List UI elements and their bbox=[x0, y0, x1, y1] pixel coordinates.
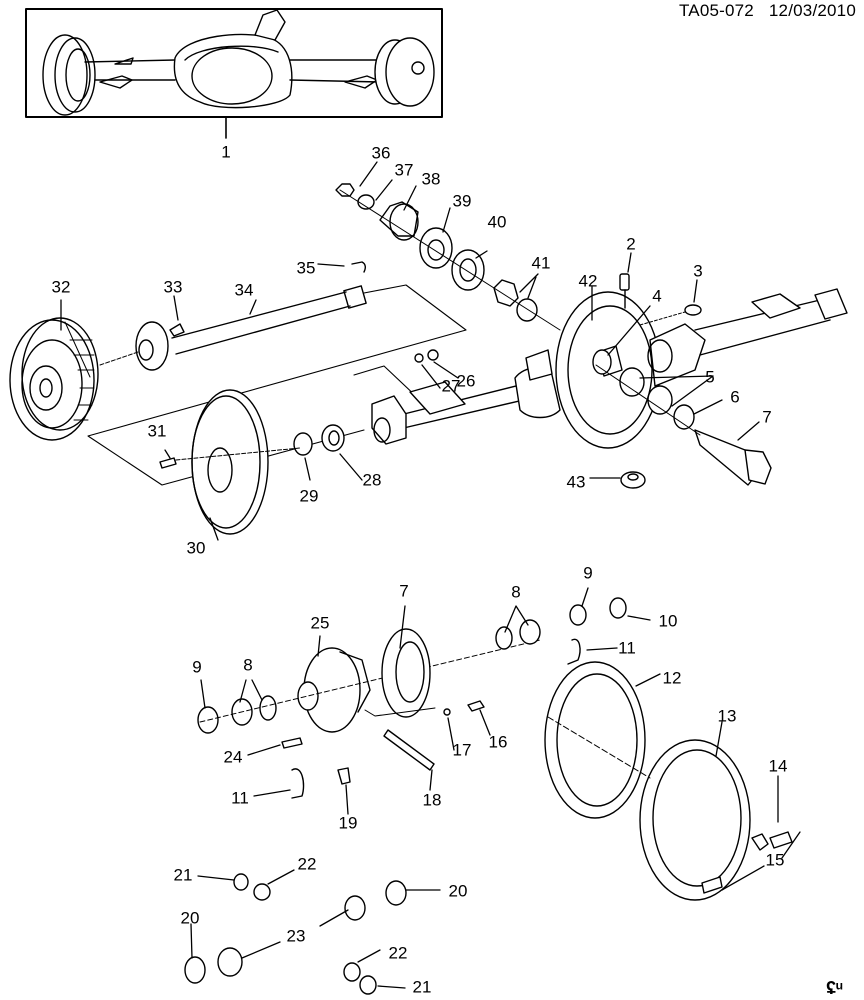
callout-38: 38 bbox=[421, 169, 441, 189]
cover-and-gasket bbox=[544, 661, 793, 901]
callout-40: 40 bbox=[487, 212, 507, 232]
callout-11-left: 11 bbox=[231, 788, 249, 808]
callout-28: 28 bbox=[362, 470, 382, 490]
callout-41: 41 bbox=[531, 253, 551, 273]
callout-37: 37 bbox=[394, 160, 414, 180]
callout-29: 29 bbox=[299, 486, 319, 506]
pinion-yoke-group bbox=[335, 183, 561, 331]
callout-9-right: 9 bbox=[583, 563, 593, 583]
diagram-date: 12/03/2010 bbox=[768, 1, 856, 20]
callout-1: 1 bbox=[221, 142, 231, 162]
brake-drum bbox=[9, 317, 99, 441]
callout-5: 5 bbox=[705, 367, 715, 387]
callout-24: 24 bbox=[223, 747, 243, 767]
callout-6: 6 bbox=[730, 387, 740, 407]
callout-33: 33 bbox=[163, 277, 183, 297]
callout-10: 10 bbox=[658, 611, 678, 631]
axle-assembly-inset bbox=[25, 8, 443, 139]
callout-43: 43 bbox=[566, 472, 586, 492]
diagram-id: TA05-072 bbox=[678, 1, 754, 20]
callout-36: 36 bbox=[371, 143, 391, 163]
callout-7-pinion: 7 bbox=[762, 407, 772, 427]
callout-21-top: 21 bbox=[173, 865, 193, 885]
callout-18: 18 bbox=[422, 790, 442, 810]
callout-27: 27 bbox=[441, 376, 461, 396]
callout-8-left: 8 bbox=[243, 655, 253, 675]
callout-22-bottom: 22 bbox=[388, 943, 408, 963]
leader-lines bbox=[60, 161, 801, 989]
diagram-header: TA05-072 12/03/2010 bbox=[669, 1, 856, 21]
callout-8-right: 8 bbox=[511, 582, 521, 602]
axle-shaft bbox=[99, 285, 367, 371]
callout-3: 3 bbox=[693, 261, 703, 281]
callout-19: 19 bbox=[338, 813, 358, 833]
callout-17: 17 bbox=[452, 740, 472, 760]
callout-9-left: 9 bbox=[192, 657, 202, 677]
callout-15: 15 bbox=[765, 850, 785, 870]
backing-plate bbox=[159, 389, 301, 535]
differential-gears bbox=[184, 873, 407, 995]
axle-housing bbox=[371, 273, 848, 489]
callout-12: 12 bbox=[662, 668, 682, 688]
callout-34: 34 bbox=[234, 280, 254, 300]
gm-service-logo-icon: ʢᵘ bbox=[826, 978, 843, 998]
callout-39: 39 bbox=[452, 191, 472, 211]
callout-7-ring: 7 bbox=[399, 581, 409, 601]
callout-4: 4 bbox=[652, 286, 662, 306]
callout-2: 2 bbox=[626, 234, 636, 254]
callout-26: 26 bbox=[456, 371, 476, 391]
callout-25: 25 bbox=[310, 613, 330, 633]
hub-bearing-parts bbox=[293, 349, 439, 456]
callout-13: 13 bbox=[717, 706, 737, 726]
callout-31: 31 bbox=[147, 421, 167, 441]
callout-14: 14 bbox=[768, 756, 788, 776]
callout-20-right: 20 bbox=[448, 881, 468, 901]
callout-32: 32 bbox=[51, 277, 71, 297]
callout-11-right: 11 bbox=[618, 638, 636, 658]
callout-23: 23 bbox=[286, 926, 306, 946]
callout-30: 30 bbox=[186, 538, 206, 558]
callout-22-top: 22 bbox=[297, 854, 317, 874]
callout-20-left: 20 bbox=[180, 908, 200, 928]
callout-35: 35 bbox=[296, 258, 316, 278]
differential-case bbox=[197, 597, 627, 799]
callout-16: 16 bbox=[488, 732, 508, 752]
callout-42: 42 bbox=[578, 271, 598, 291]
callout-21-bottom: 21 bbox=[412, 977, 432, 997]
